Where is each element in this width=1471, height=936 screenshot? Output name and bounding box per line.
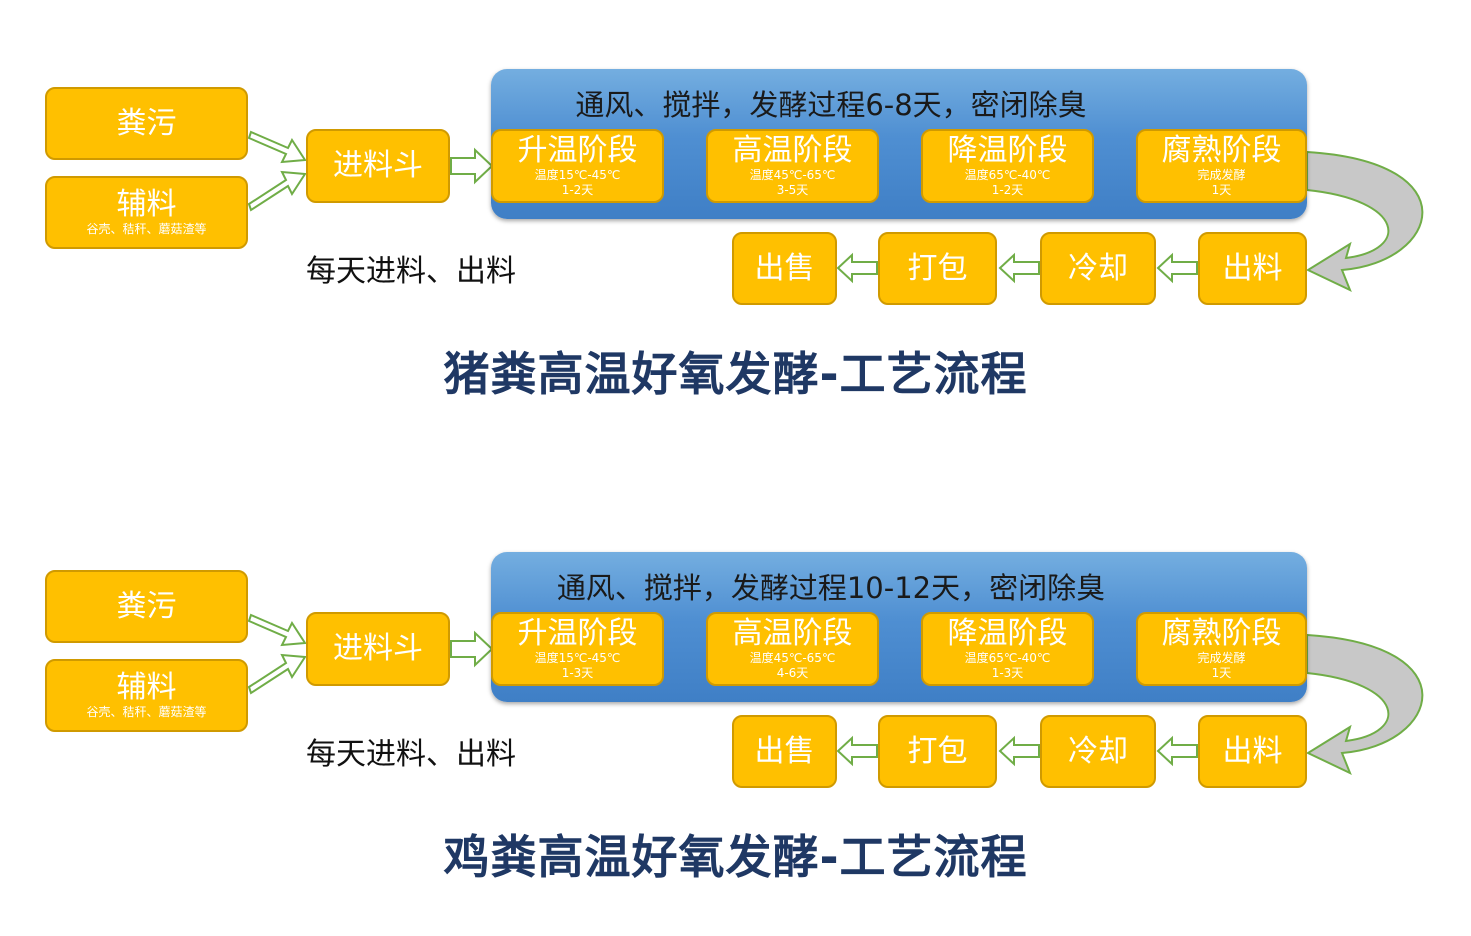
hopper-box: 进料斗	[306, 612, 450, 686]
output-box-sell: 出售	[732, 715, 837, 788]
output-label: 打包	[907, 250, 968, 286]
arrow-output-3	[836, 735, 878, 767]
input-label: 辅料	[116, 670, 177, 705]
arrow-output-1	[1156, 252, 1198, 284]
stage-temp: 温度45℃-65℃	[749, 651, 836, 665]
stage-temp: 温度65℃-40℃	[964, 651, 1051, 665]
hopper-box: 进料斗	[306, 129, 450, 203]
input-box-manure: 粪污	[45, 570, 248, 643]
output-label: 出售	[754, 733, 815, 769]
stage-box-maturing: 腐熟阶段 完成发酵 1天	[1136, 612, 1307, 686]
output-label: 出料	[1222, 733, 1283, 769]
stage-box-cooling: 降温阶段 温度65℃-40℃ 1-3天	[921, 612, 1094, 686]
input-box-auxiliary: 辅料 谷壳、秸秆、蘑菇渣等	[45, 176, 248, 249]
arrow-hopper-to-stage	[450, 630, 494, 668]
arrow-output-3	[836, 252, 878, 284]
arrow-input-2	[247, 653, 307, 695]
stage-temp: 温度15℃-45℃	[534, 168, 621, 182]
output-box-cool: 冷却	[1040, 715, 1156, 788]
input-label: 粪污	[116, 588, 177, 624]
process-title: 通风、搅拌，发酵过程6-8天，密闭除臭	[575, 88, 1087, 122]
stage-temp: 温度65℃-40℃	[964, 168, 1051, 182]
input-box-auxiliary: 辅料 谷壳、秸秆、蘑菇渣等	[45, 659, 248, 732]
output-box-discharge: 出料	[1198, 232, 1307, 305]
stage-days: 3-5天	[776, 183, 809, 197]
output-box-cool: 冷却	[1040, 232, 1156, 305]
stage-days: 4-6天	[776, 666, 809, 680]
stage-label: 升温阶段	[517, 133, 638, 168]
output-label: 出料	[1222, 250, 1283, 286]
stage-label: 腐熟阶段	[1161, 616, 1282, 651]
input-sublabel: 谷壳、秸秆、蘑菇渣等	[86, 705, 207, 719]
arrow-output-2	[998, 252, 1040, 284]
output-label: 出售	[754, 250, 815, 286]
output-box-discharge: 出料	[1198, 715, 1307, 788]
stage-label: 高温阶段	[732, 133, 853, 168]
process-title: 通风、搅拌，发酵过程10-12天，密闭除臭	[556, 571, 1106, 605]
arrow-output-2	[998, 735, 1040, 767]
stage-label: 降温阶段	[947, 133, 1068, 168]
daily-note: 每天进料、出料	[306, 254, 516, 289]
stage-box-high-temp: 高温阶段 温度45℃-65℃ 4-6天	[706, 612, 879, 686]
stage-temp: 完成发酵	[1197, 651, 1246, 665]
daily-note: 每天进料、出料	[306, 737, 516, 772]
output-label: 冷却	[1068, 733, 1128, 769]
arrow-return-curve	[1305, 150, 1424, 293]
arrow-input-1	[247, 613, 307, 647]
stage-label: 腐熟阶段	[1161, 133, 1282, 168]
stage-days: 1-3天	[991, 666, 1024, 680]
arrow-input-1	[247, 130, 307, 164]
output-box-pack: 打包	[878, 232, 997, 305]
arrow-input-2	[247, 170, 307, 212]
output-box-pack: 打包	[878, 715, 997, 788]
arrow-hopper-to-stage	[450, 147, 494, 185]
hopper-label: 进料斗	[333, 631, 423, 666]
output-label: 冷却	[1068, 250, 1128, 286]
hopper-label: 进料斗	[333, 148, 423, 183]
stage-temp: 完成发酵	[1197, 168, 1246, 182]
stage-days: 1天	[1211, 183, 1232, 197]
stage-box-maturing: 腐熟阶段 完成发酵 1天	[1136, 129, 1307, 203]
stage-label: 升温阶段	[517, 616, 638, 651]
input-box-manure: 粪污	[45, 87, 248, 160]
stage-days: 1-3天	[561, 666, 594, 680]
arrow-return-curve	[1305, 633, 1424, 776]
stage-box-heating: 升温阶段 温度15℃-45℃ 1-2天	[491, 129, 664, 203]
stage-box-cooling: 降温阶段 温度65℃-40℃ 1-2天	[921, 129, 1094, 203]
stage-days: 1-2天	[561, 183, 594, 197]
stage-box-heating: 升温阶段 温度15℃-45℃ 1-3天	[491, 612, 664, 686]
input-sublabel: 谷壳、秸秆、蘑菇渣等	[86, 222, 207, 236]
diagram-title: 猪粪高温好氧发酵-工艺流程	[443, 347, 1028, 401]
stage-temp: 温度45℃-65℃	[749, 168, 836, 182]
arrow-output-1	[1156, 735, 1198, 767]
input-label: 粪污	[116, 105, 177, 141]
output-label: 打包	[907, 733, 968, 769]
stage-label: 降温阶段	[947, 616, 1068, 651]
diagram-pig: 粪污 辅料 谷壳、秸秆、蘑菇渣等 进料斗 通风、搅拌，发酵过程6-8天，密闭除臭…	[0, 0, 1471, 453]
stage-label: 高温阶段	[732, 616, 853, 651]
output-box-sell: 出售	[732, 232, 837, 305]
diagram-title: 鸡粪高温好氧发酵-工艺流程	[443, 830, 1028, 884]
stage-days: 1-2天	[991, 183, 1024, 197]
stage-box-high-temp: 高温阶段 温度45℃-65℃ 3-5天	[706, 129, 879, 203]
stage-temp: 温度15℃-45℃	[534, 651, 621, 665]
diagram-chicken: 粪污 辅料 谷壳、秸秆、蘑菇渣等 进料斗 通风、搅拌，发酵过程10-12天，密闭…	[0, 483, 1471, 936]
input-label: 辅料	[116, 187, 177, 222]
stage-days: 1天	[1211, 666, 1232, 680]
